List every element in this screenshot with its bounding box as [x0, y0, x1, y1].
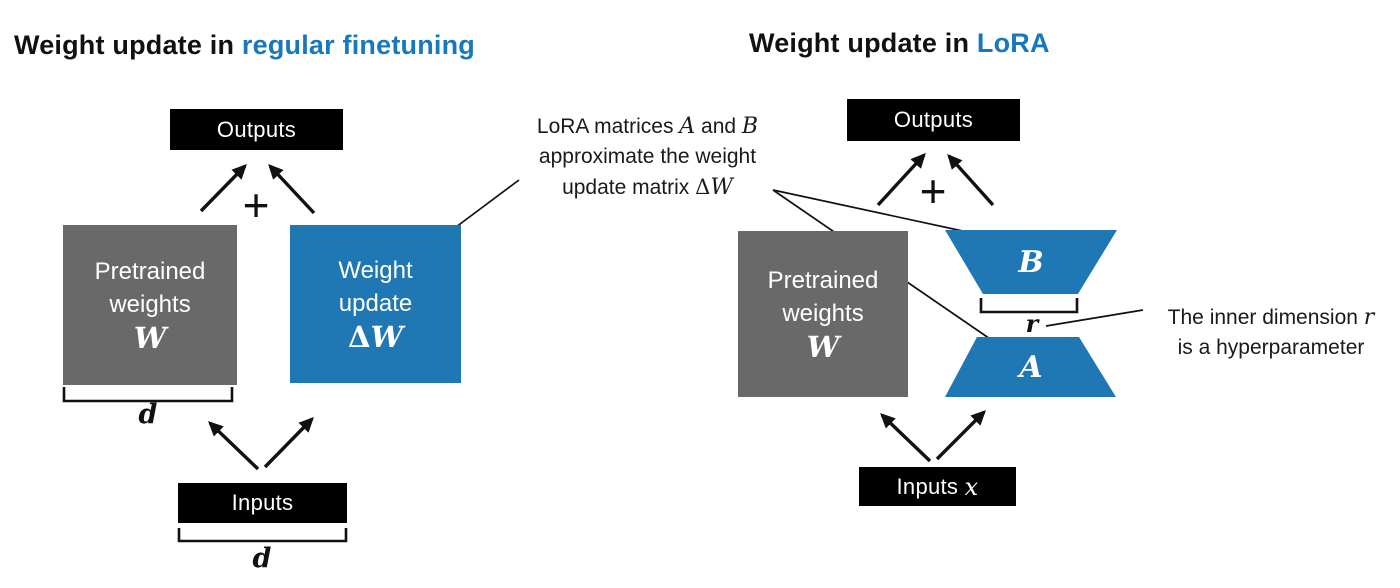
left-inputs-label: Inputs [231, 490, 294, 515]
left-arrow-inputs-to-dw [263, 417, 314, 469]
lora-note-line2: approximate the weight [538, 145, 757, 168]
lora-note-a-symbol: A [679, 114, 696, 139]
right-inputs-label: Inputs [896, 473, 959, 499]
pretrained-w-symbol: W [133, 321, 167, 355]
inputs-dim-label: d [252, 543, 272, 574]
right-arrow-inputs-to-a [935, 410, 986, 461]
right-title-prefix: Weight update in [749, 28, 977, 58]
rank-note-r-symbol: r [1363, 305, 1375, 330]
right-inputs-box: Inputs x [859, 467, 1016, 506]
left-pretrained-weights-box: Pretrained weights W [63, 225, 237, 385]
lora-note-line1: LoRA matrices A and B [490, 112, 805, 142]
weights-dim-label: d [138, 399, 158, 430]
pretrained-line1: Pretrained [94, 258, 206, 285]
left-title-prefix: Weight update in [14, 30, 242, 60]
right-arrow-inputs-to-w [880, 413, 932, 463]
note-line-to-r [1045, 309, 1144, 327]
delta-w-symbol: ΔW [348, 320, 403, 355]
left-weight-update-box: Weight update ΔW [290, 225, 461, 383]
update-line1: Weight [338, 256, 413, 284]
right-outputs-box: Outputs [847, 99, 1020, 141]
delta-glyph: Δ [347, 319, 371, 354]
inputs-dim-bracket [177, 528, 348, 543]
right-pretrained-line1: Pretrained [767, 267, 879, 294]
lora-matrix-b: B [945, 230, 1117, 294]
rank-note-line1-prefix: The inner dimension [1167, 306, 1364, 329]
left-plus-sign: + [242, 179, 270, 231]
rank-hyperparameter-note: The inner dimension r is a hyperparamete… [1146, 303, 1396, 363]
lora-note-line3: update matrix ΔW [490, 172, 805, 203]
right-arrow-ba-to-outputs [947, 153, 995, 207]
lora-note-b-symbol: B [741, 114, 759, 139]
rank-note-line2: is a hyperparameter [1177, 336, 1365, 359]
lora-matrix-a: A [945, 337, 1116, 397]
lora-note-line1-prefix: LoRA matrices [536, 115, 680, 138]
right-pretrained-w-symbol: W [806, 330, 840, 364]
right-outputs-label: Outputs [893, 107, 974, 132]
lora-note-w-glyph: W [710, 175, 733, 200]
left-arrow-inputs-to-w [208, 421, 260, 471]
right-pretrained-weights-box: Pretrained weights W [738, 231, 908, 397]
left-outputs-label: Outputs [216, 116, 297, 142]
lora-note-line1-mid: and [695, 115, 742, 138]
matrix-a-label: A [1019, 349, 1043, 385]
right-plus-sign: + [919, 165, 947, 217]
rank-note-line1: The inner dimension r [1146, 303, 1396, 333]
rank-label: r [1025, 309, 1039, 338]
right-title-highlight: LoRA [976, 28, 1050, 58]
matrix-b-label: B [1018, 244, 1044, 280]
left-panel-title: Weight update in regular finetuning [14, 30, 475, 61]
left-outputs-box: Outputs [170, 109, 343, 150]
update-line2: update [338, 289, 413, 317]
right-panel-title: Weight update in LoRA [749, 28, 1050, 59]
lora-note-line3-prefix: update matrix [562, 176, 696, 199]
w-glyph: W [370, 319, 404, 354]
left-inputs-box: Inputs [178, 483, 347, 523]
lora-approximation-note: LoRA matrices A and B approximate the we… [490, 112, 805, 203]
left-title-highlight: regular finetuning [241, 30, 475, 60]
lora-note-delta-glyph: Δ [695, 175, 711, 199]
right-pretrained-line2: weights [782, 300, 864, 327]
inputs-x-symbol: x [964, 472, 979, 501]
pretrained-line2: weights [109, 291, 191, 318]
